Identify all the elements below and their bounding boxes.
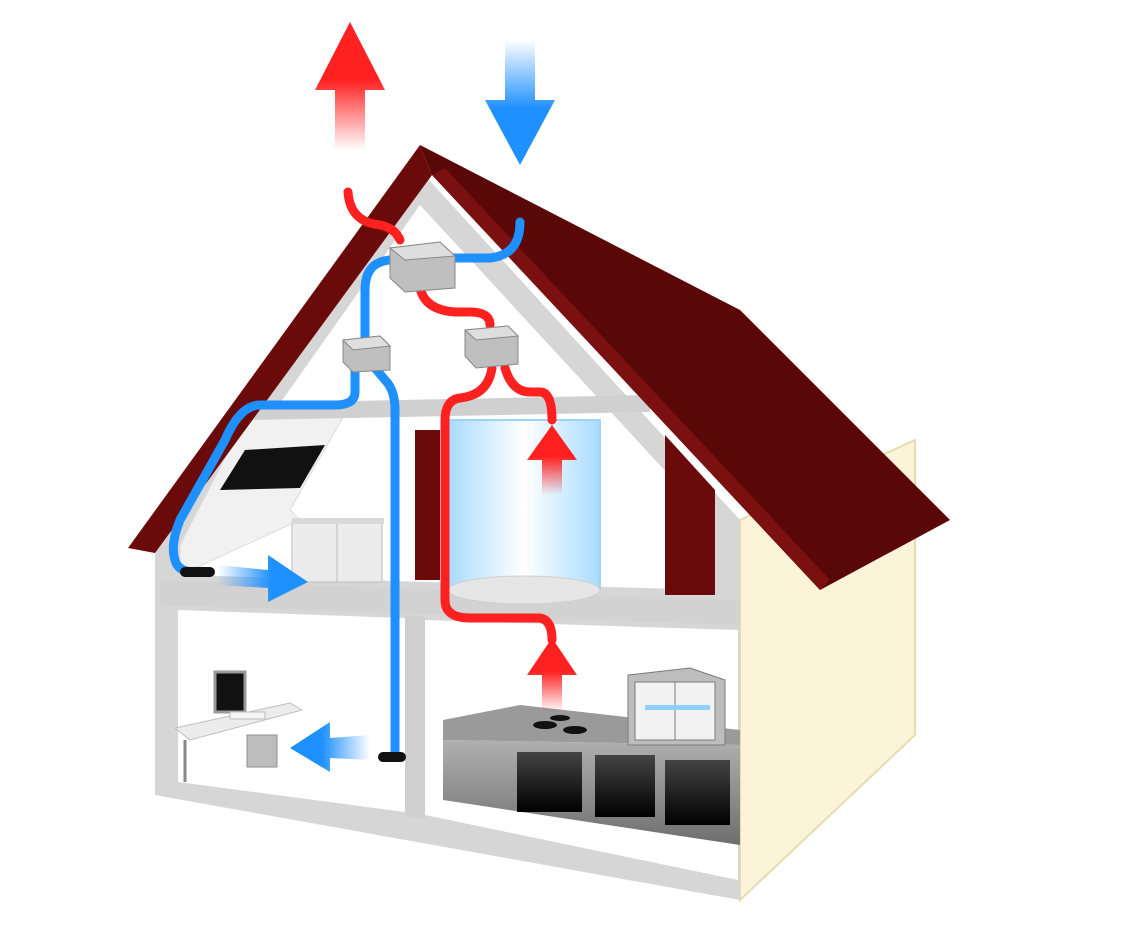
attic-wall-panel bbox=[415, 430, 440, 580]
dresser bbox=[291, 518, 384, 583]
roof-edge bbox=[432, 168, 830, 590]
upper-floor-slab bbox=[160, 580, 740, 625]
exhaust-arrow-icon bbox=[315, 22, 385, 150]
extract-inlet-cap bbox=[378, 752, 406, 762]
cabinet-door bbox=[595, 755, 655, 817]
divider-wall bbox=[405, 615, 425, 820]
cooktop bbox=[533, 715, 587, 734]
distribution-box-right bbox=[463, 325, 520, 369]
extract-inlet-arrow-icon bbox=[290, 722, 370, 772]
kitchen-exhaust-arrow-icon bbox=[527, 638, 577, 712]
desk bbox=[173, 702, 304, 741]
kitchen bbox=[443, 667, 740, 845]
skylight-window bbox=[220, 445, 325, 490]
wall-cabinet bbox=[627, 667, 726, 746]
roof-left bbox=[128, 145, 432, 553]
attic-furniture bbox=[220, 419, 601, 605]
pc-tower bbox=[246, 734, 278, 768]
roof-right bbox=[420, 145, 950, 590]
cabinet-door bbox=[517, 752, 582, 812]
shower-exhaust-arrow-icon bbox=[527, 425, 577, 495]
exhaust-air-duct bbox=[343, 187, 557, 645]
attic-wall-panel-right bbox=[665, 435, 715, 595]
office-furniture bbox=[173, 670, 304, 782]
distribution-box-left bbox=[341, 335, 392, 373]
cabinet-door bbox=[665, 760, 730, 825]
fresh-air-duct bbox=[168, 217, 525, 757]
monitor bbox=[213, 670, 247, 714]
intake-arrow-icon bbox=[485, 40, 555, 165]
supply-outlet-arrow-icon bbox=[218, 555, 308, 602]
keyboard bbox=[229, 711, 266, 720]
shower-cabin bbox=[447, 419, 601, 605]
supply-outlet-cap bbox=[180, 567, 215, 577]
roof bbox=[128, 145, 950, 590]
heat-recovery-unit-icon bbox=[388, 241, 457, 293]
